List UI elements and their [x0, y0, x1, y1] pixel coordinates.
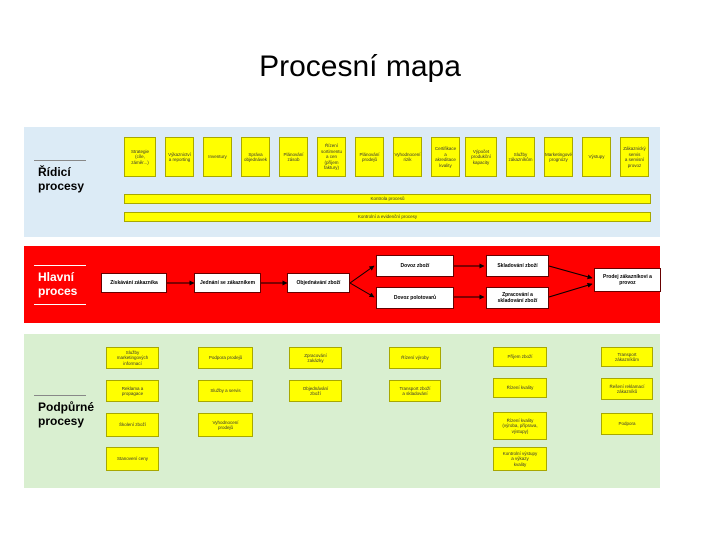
- ridici-box-5: Plánování zásob: [279, 137, 308, 177]
- ridici-box-12: Marketingové prognózy: [544, 137, 573, 177]
- hlavni-box-jednani: Jednání se zákazníkem: [194, 273, 261, 293]
- ridici-bar-2: Kontrolní a evidenční procesy: [124, 212, 651, 222]
- ridici-box-7: Plánování prodejů: [355, 137, 384, 177]
- hlavni-box-objednavani: Objednávání zboží: [287, 273, 350, 293]
- page-title: Procesní mapa: [259, 50, 461, 83]
- ridici-bar-1: Kontrola procesů: [124, 194, 651, 204]
- podpurne-box-12: Příjem zboží: [493, 347, 547, 367]
- podpurne-box-3: Školení zboží: [106, 413, 159, 437]
- podpurne-label-line: [34, 395, 86, 396]
- ridici-label: Řídicí procesy: [38, 165, 85, 193]
- podpurne-box-7: Zpracování zakázky: [289, 347, 342, 369]
- ridici-box-14: Zákaznický servis a servisní provoz: [620, 137, 649, 177]
- ridici-box-2: Výkaznictví a reporting: [165, 137, 194, 177]
- hlavni-box-prodej: Prodej zákazníkovi a provoz: [594, 268, 661, 292]
- podpurne-box-2: Reklama a propagace: [106, 380, 159, 402]
- hlavni-box-zpracovani: Zpracování a skladování zboží: [486, 287, 549, 309]
- ridici-box-8: Vyhodnocení rizik: [393, 137, 422, 177]
- hlavni-label-line-bottom: [34, 304, 86, 305]
- podpurne-box-16: Transport zákazníkům: [601, 347, 653, 367]
- podpurne-box-18: Podpora: [601, 413, 653, 435]
- podpurne-box-17: Řešení reklamací zákazníků: [601, 378, 653, 400]
- ridici-label-line: [34, 160, 86, 161]
- ridici-box-9: Certifikace a akreditace kvality: [431, 137, 460, 177]
- ridici-box-4: Správa objednávek: [241, 137, 270, 177]
- podpurne-box-8: Objednávání zboží: [289, 380, 342, 402]
- podpurne-box-6: Služby a servis: [198, 380, 253, 402]
- podpurne-box-14: Řízení kvality (výroba, příprava, výstup…: [493, 412, 547, 440]
- ridici-box-10: Výpočet produkční kapacity: [465, 137, 497, 177]
- hlavni-box-skladovani: Skladování zboží: [486, 255, 549, 277]
- podpurne-box-1: Služby marketingových informací: [106, 347, 159, 369]
- hlavni-box-ziskavani: Získávání zákazníka: [101, 273, 167, 293]
- podpurne-box-13: Řízení kvality: [493, 378, 547, 398]
- ridici-box-6: Řízení sortimentu a cen (příjem faktury): [317, 137, 346, 177]
- podpurne-label: Podpůrné procesy: [38, 400, 94, 428]
- hlavni-label-line-top: [34, 265, 86, 266]
- podpurne-box-5: Podpora prodejů: [198, 347, 253, 369]
- podpurne-box-9: Vyhodnocení prodejů: [198, 413, 253, 437]
- ridici-box-1: Strategie (cíle, záměr...): [124, 137, 156, 177]
- podpurne-box-4: Stanovení ceny: [106, 447, 159, 471]
- podpurne-box-15: Kontrolní výstupy a výkazy kvality: [493, 447, 547, 471]
- hlavni-label: Hlavní proces: [38, 270, 78, 298]
- ridici-box-13: Výstupy: [582, 137, 611, 177]
- hlavni-box-dovoz-polotovaru: Dovoz polotovarů: [376, 287, 454, 309]
- podpurne-box-10: Řízení výroby: [389, 347, 441, 369]
- ridici-box-3: Inventury: [203, 137, 232, 177]
- hlavni-box-dovoz-zbozi: Dovoz zboží: [376, 255, 454, 277]
- podpurne-box-11: Transport zboží a skladování: [389, 380, 441, 402]
- ridici-box-11: Služby zákazníkům: [506, 137, 535, 177]
